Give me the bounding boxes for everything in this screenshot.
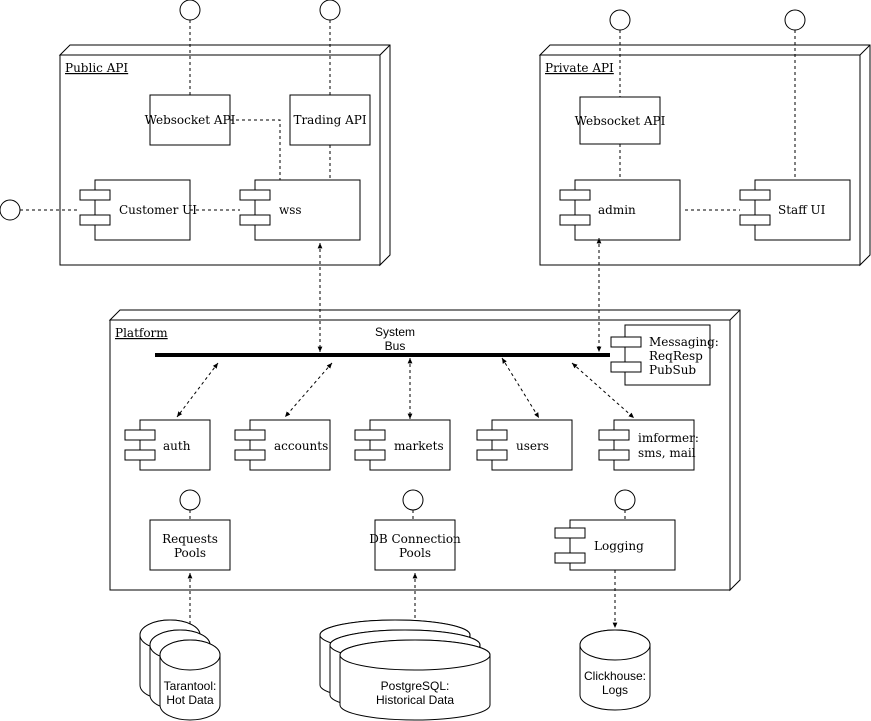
users-component: users [476, 419, 573, 471]
requests-pools-label-line2: Pools [174, 546, 206, 560]
requests-pools-label-line1: Requests [162, 532, 218, 546]
public-api-title: Public API [65, 61, 128, 75]
postgres-label-line2: Historical Data [376, 693, 454, 707]
tarantool-label-line1: Tarantool: [164, 679, 217, 693]
db-connection-pools-box: DB Connection Pools [369, 519, 461, 571]
users-label: users [516, 439, 549, 453]
trading-api-label: Trading API [293, 113, 366, 127]
messaging-label-line3: PubSub [649, 363, 696, 377]
public-websocket-api-label: Websocket API [145, 113, 236, 127]
platform-title: Platform [115, 326, 168, 340]
private-api-title: Private API [545, 61, 614, 75]
customer-ui-interface [0, 199, 80, 221]
informer-label-line1: imformer: [638, 431, 699, 445]
clickhouse-label-line2: Logs [602, 683, 628, 697]
private-websocket-interface [609, 9, 631, 97]
wss-component: wss [239, 179, 361, 241]
postgres-label-line1: PostgreSQL: [381, 679, 450, 693]
staff-ui-label: Staff UI [778, 203, 826, 217]
system-bus-label-line2: Bus [385, 339, 406, 353]
system-bus-label-line1: System [375, 325, 415, 339]
auth-label: auth [163, 439, 191, 453]
trading-api-box: Trading API [289, 94, 371, 146]
messaging-component: Messaging: ReqResp PubSub [610, 324, 719, 386]
logging-label: Logging [594, 539, 644, 553]
requests-pools-box: Requests Pools [149, 519, 231, 571]
public-trading-interface [319, 0, 341, 95]
public-websocket-interface [179, 0, 201, 95]
db-pools-interface [402, 489, 424, 520]
customer-ui-label: Customer UI [119, 203, 197, 217]
public-websocket-api-box: Websocket API [145, 94, 236, 146]
logging-interface [614, 489, 636, 520]
accounts-label: accounts [274, 439, 328, 453]
admin-component: admin [559, 179, 681, 241]
informer-component: imformer: sms, mail [598, 419, 699, 471]
markets-component: markets [354, 419, 451, 471]
customer-ui-component: Customer UI [79, 179, 197, 241]
system-bus: System Bus [155, 325, 610, 357]
auth-component: auth [124, 419, 211, 471]
db-pools-label-line2: Pools [399, 546, 431, 560]
messaging-label-line2: ReqResp [649, 349, 703, 363]
bus-auth-link [176, 362, 219, 418]
staff-ui-component: Staff UI [739, 179, 851, 241]
websocket-api-to-wss-link [230, 119, 281, 180]
tarantool-label-line2: Hot Data [166, 693, 214, 707]
requests-pools-interface [179, 489, 201, 520]
logging-component: Logging [554, 519, 676, 571]
informer-label-line2: sms, mail [638, 446, 696, 460]
accounts-component: accounts [234, 419, 331, 471]
clickhouse-database: Clickhouse: Logs [579, 629, 651, 711]
private-websocket-api-box: Websocket API [575, 96, 666, 145]
markets-label: markets [394, 439, 444, 453]
private-websocket-api-label: Websocket API [575, 114, 666, 128]
staff-ui-interface [784, 9, 806, 180]
tarantool-database: Tarantool: Hot Data [139, 619, 221, 721]
db-pools-label-line1: DB Connection [369, 532, 461, 546]
bus-informer-link [571, 362, 635, 419]
admin-label: admin [598, 203, 636, 217]
clickhouse-label-line1: Clickhouse: [584, 669, 646, 683]
wss-label: wss [279, 203, 302, 217]
messaging-label-line1: Messaging: [649, 335, 719, 349]
postgres-database: PostgreSQL: Historical Data [319, 619, 491, 721]
